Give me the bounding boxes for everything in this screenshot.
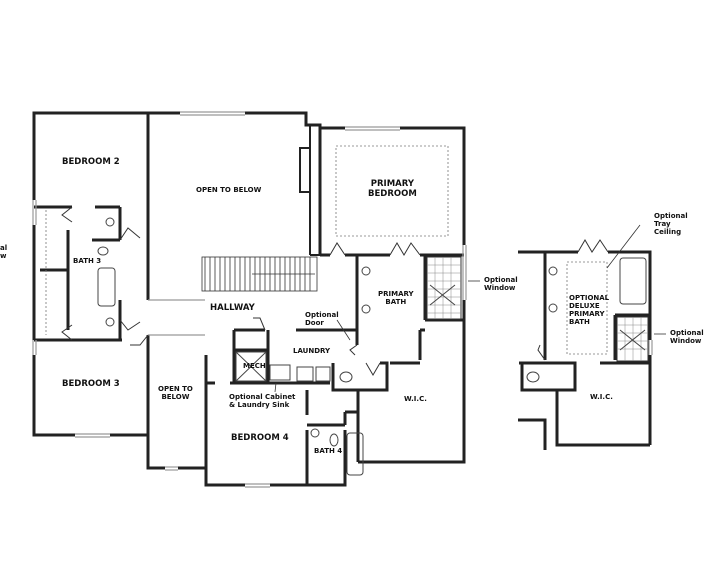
tray-ceiling-outline xyxy=(335,145,449,237)
room-label-bedroom-4: BEDROOM 4 xyxy=(231,433,289,443)
primary-bath-line-2: BATH xyxy=(385,298,407,307)
alt-window-line-1: Optional xyxy=(670,329,704,337)
room-label-laundry: LAUNDRY xyxy=(293,347,331,355)
optional-cabinet-line-2: & Laundry Sink xyxy=(229,401,290,410)
deluxe-line-2: DELUXE xyxy=(569,302,600,311)
primary-bedroom-line-2: BEDROOM xyxy=(368,188,417,199)
note-alt-optional-window: Optional Window xyxy=(670,329,704,345)
note-optional-door: Optional Door xyxy=(305,311,339,327)
optional-window-line-2: Window xyxy=(484,284,516,293)
optional-window-line-1: Optional xyxy=(484,276,518,284)
note-optional-window: Optional Window xyxy=(484,276,518,292)
bathtub-icon xyxy=(97,267,116,307)
room-label-mech: MECH xyxy=(243,362,266,370)
alt-window-line-2: Window xyxy=(670,337,702,346)
room-label-bath-3: BATH 3 xyxy=(73,257,102,265)
optional-door-line-1: Optional xyxy=(305,311,339,319)
note-optional-tray-ceiling: Optional Tray Ceiling xyxy=(654,212,688,236)
cut-left-line-2: w xyxy=(0,252,7,261)
deluxe-line-4: BATH xyxy=(569,318,590,327)
note-cut-off-left: al w xyxy=(0,244,7,260)
deluxe-line-1: OPTIONAL xyxy=(569,294,610,302)
cut-left-line-1: al xyxy=(0,244,8,252)
toilet-icon xyxy=(97,246,109,256)
primary-bath-line-1: PRIMARY xyxy=(378,290,414,298)
room-label-optional-deluxe-primary-bath: OPTIONAL DELUXE PRIMARY BATH xyxy=(569,294,609,326)
room-label-open-to-below-left: OPEN TO BELOW xyxy=(158,385,193,401)
optional-cabinet-line-1: Optional Cabinet xyxy=(229,393,296,401)
room-label-primary-bath: PRIMARY BATH xyxy=(378,290,414,306)
room-label-bath-4: BATH 4 xyxy=(314,447,343,455)
tray-line-3: Ceiling xyxy=(654,228,682,237)
sink-icon xyxy=(105,217,115,227)
room-label-primary-bedroom: PRIMARY BEDROOM xyxy=(368,179,417,200)
room-label-alt-wic: W.I.C. xyxy=(590,393,613,401)
wall-outer-top-left xyxy=(32,111,180,200)
room-label-open-to-below-top: OPEN TO BELOW xyxy=(196,186,262,194)
room-label-hallway: HALLWAY xyxy=(210,303,255,313)
primary-bedroom-line-1: PRIMARY xyxy=(370,179,414,189)
tray-line-2: Tray xyxy=(654,220,671,229)
optional-door-line-2: Door xyxy=(305,319,324,328)
open-below-left-line-2: BELOW xyxy=(161,393,190,402)
open-below-left-line-1: OPEN TO xyxy=(158,385,193,393)
deluxe-line-3: PRIMARY xyxy=(569,310,605,319)
room-label-bedroom-3: BEDROOM 3 xyxy=(62,379,120,389)
note-optional-cabinet: Optional Cabinet & Laundry Sink xyxy=(229,393,295,409)
room-label-wic: W.I.C. xyxy=(404,395,427,403)
tray-line-1: Optional xyxy=(654,212,688,220)
room-label-bedroom-2: BEDROOM 2 xyxy=(62,157,120,167)
